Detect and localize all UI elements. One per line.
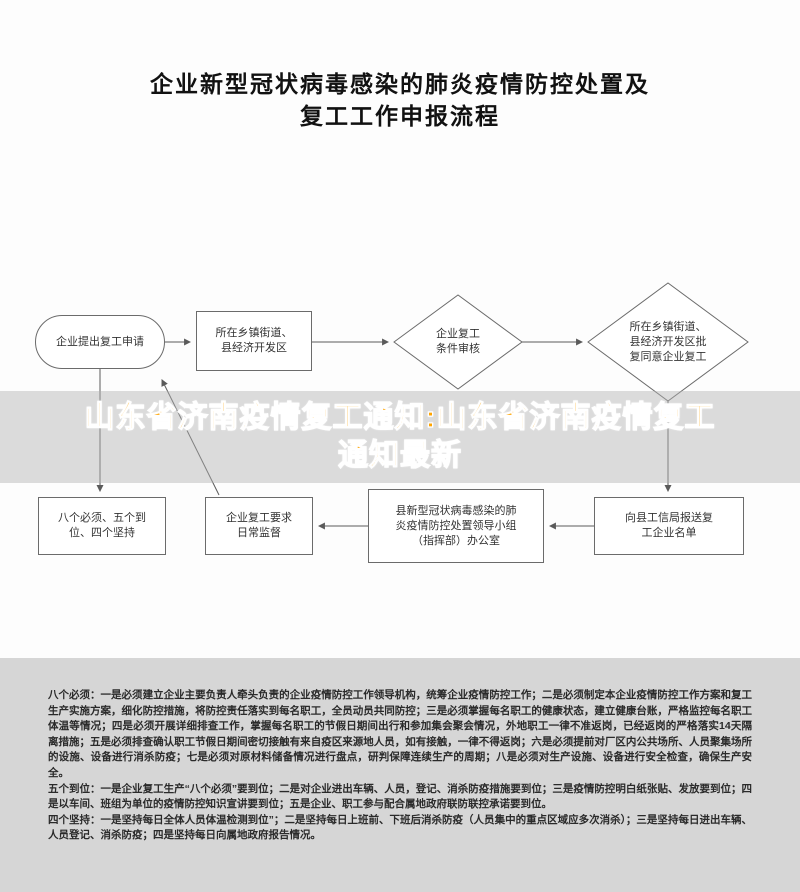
page-title-line2: 复工工作申报流程 <box>300 103 500 129</box>
node-review: 企业复工条件审核 <box>428 325 488 359</box>
notes-paragraph-eight-musts: 八个必须：一是必须建立企业主要负责人牵头负责的企业疫情防控工作领导机构，统筹企业… <box>48 689 752 779</box>
node-supervision-label: 企业复工要求日常监督 <box>226 512 292 539</box>
node-requirements-label: 八个必须、五个到位、四个坚持 <box>58 512 146 539</box>
node-supervision: 企业复工要求日常监督 <box>205 497 313 555</box>
node-office: 县新型冠状病毒感染的肺炎疫情防控处置领导小组（指挥部）办公室 <box>368 489 544 563</box>
node-approve: 所在乡镇街道、县经济开发区批复同意企业复工 <box>626 316 710 368</box>
node-apply: 企业提出复工申请 <box>35 315 165 369</box>
notes-paragraph-five-in-place: 五个到位：一是企业复工生产“八个必须”要到位；二是对企业进出车辆、人员，登记、消… <box>48 782 752 811</box>
node-report: 向县工信局报送复工企业名单 <box>594 497 744 555</box>
diamond-approve <box>587 282 749 402</box>
notes-panel: 八个必须：一是必须建立企业主要负责人牵头负责的企业疫情防控工作领导机构，统筹企业… <box>0 658 800 892</box>
node-requirements: 八个必须、五个到位、四个坚持 <box>38 497 166 555</box>
node-report-label: 向县工信局报送复工企业名单 <box>625 512 713 539</box>
node-township-label: 所在乡镇街道、县经济开发区 <box>215 327 293 354</box>
arrow-supervision-to-apply <box>161 379 220 496</box>
watermark-banner: 山东省济南疫情复工通知:山东省济南疫情复工 通知最新 <box>0 391 800 483</box>
node-approve-label: 所在乡镇街道、县经济开发区批复同意企业复工 <box>629 320 707 363</box>
node-office-label: 县新型冠状病毒感染的肺炎疫情防控处置领导小组（指挥部）办公室 <box>395 504 517 547</box>
notes-paragraph-four-persists: 四个坚持：一是坚持每日全体人员体温检测到位”；二是坚持每日上班前、下班后消杀防疫… <box>48 813 752 842</box>
node-apply-label: 企业提出复工申请 <box>56 335 144 348</box>
node-review-label: 企业复工条件审核 <box>436 328 480 355</box>
watermark-line2: 通知最新 <box>337 438 462 472</box>
node-township: 所在乡镇街道、县经济开发区 <box>196 311 312 371</box>
watermark-line1: 山东省济南疫情复工通知:山东省济南疫情复工 <box>84 400 716 434</box>
page-title: 企业新型冠状病毒感染的肺炎疫情防控处置及 复工工作申报流程 <box>0 68 800 132</box>
page-title-line1: 企业新型冠状病毒感染的肺炎疫情防控处置及 <box>150 71 650 97</box>
